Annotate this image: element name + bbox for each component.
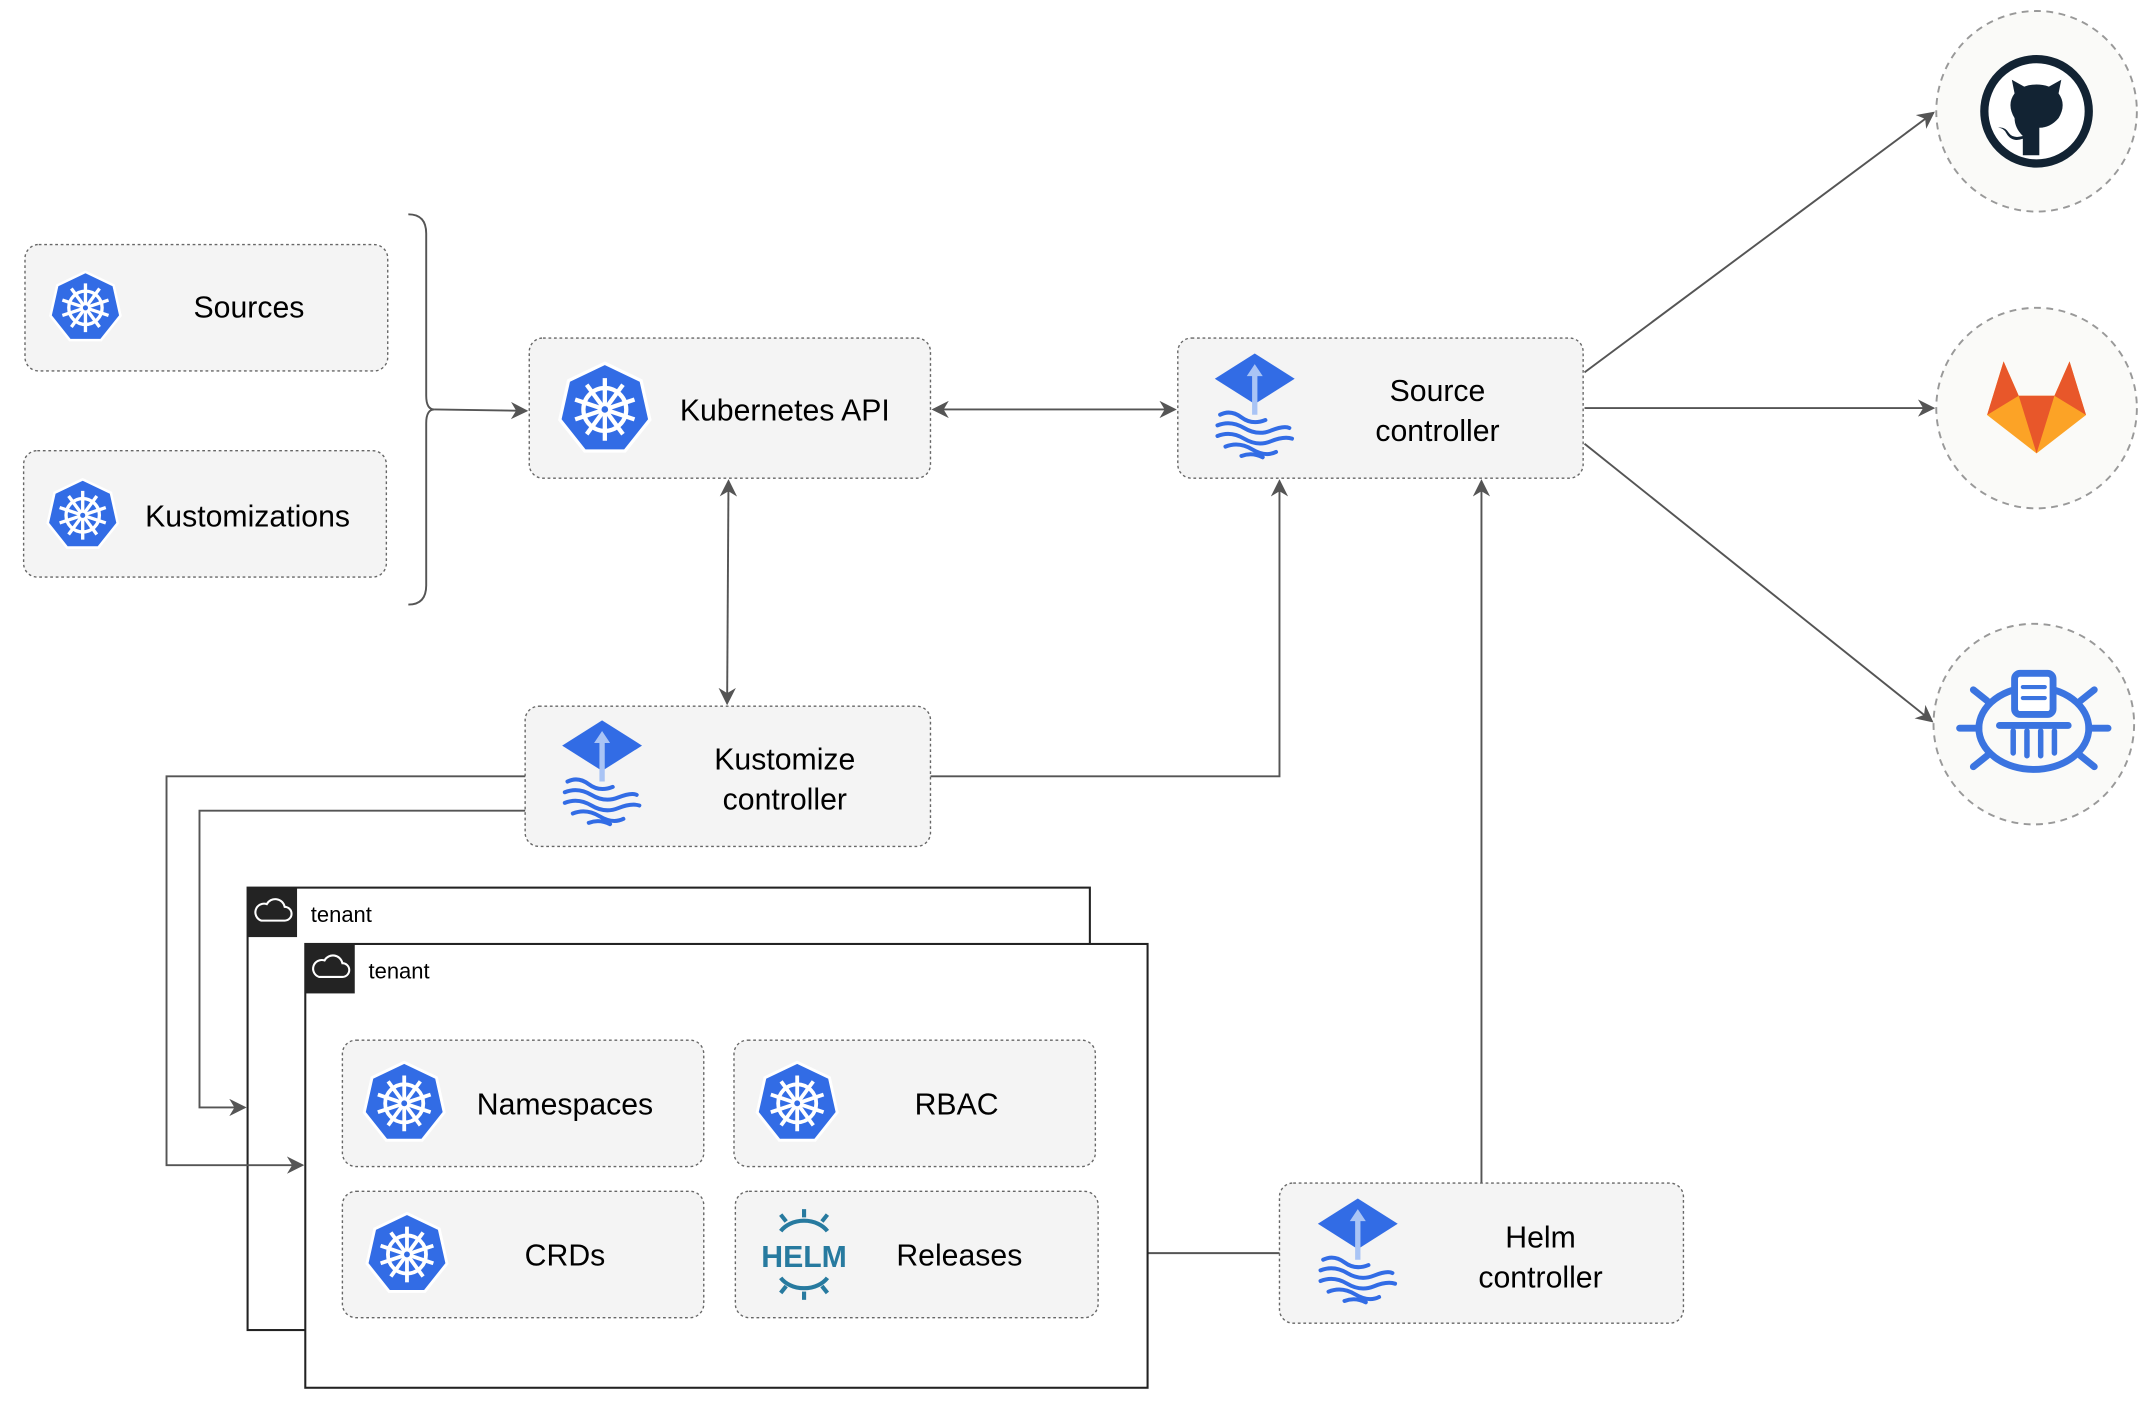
releases-box[interactable]: HELM Releases bbox=[734, 1190, 1099, 1319]
crds-box[interactable]: CRDs bbox=[341, 1190, 705, 1319]
source-controller-label-line2: controller bbox=[1375, 415, 1499, 448]
bucket-icon bbox=[1956, 669, 2112, 773]
arrow-kustomize-to-tenant-back bbox=[198, 809, 526, 1117]
kustomize-controller-label-line2: controller bbox=[723, 783, 847, 816]
tenant-label: tenant bbox=[369, 958, 430, 983]
source-controller-node[interactable]: Source controller bbox=[1177, 337, 1584, 479]
namespaces-label: Namespaces bbox=[477, 1088, 653, 1121]
arrow-api-kustomize-controller bbox=[718, 479, 738, 706]
kustomizations-label: Kustomizations bbox=[145, 500, 350, 533]
helm-controller-label-line1: Helm bbox=[1505, 1222, 1576, 1255]
bucket-source[interactable] bbox=[1932, 622, 2136, 826]
crds-label: CRDs bbox=[525, 1239, 606, 1272]
github-source[interactable] bbox=[1935, 10, 2138, 213]
sources-box[interactable]: Sources bbox=[24, 243, 389, 372]
gitlab-source[interactable] bbox=[1935, 306, 2138, 510]
rbac-box[interactable]: RBAC bbox=[733, 1039, 1097, 1168]
namespaces-box[interactable]: Namespaces bbox=[341, 1039, 705, 1168]
github-icon bbox=[1980, 54, 2093, 168]
gitlab-icon bbox=[1987, 361, 2087, 454]
sources-label: Sources bbox=[194, 291, 305, 324]
svg-text:HELM: HELM bbox=[761, 1241, 847, 1274]
releases-label: Releases bbox=[896, 1239, 1022, 1272]
arrow-kustomize-to-source bbox=[930, 479, 1289, 778]
kubernetes-api-label: Kubernetes API bbox=[680, 394, 890, 427]
kustomize-controller-node[interactable]: Kustomize controller bbox=[524, 705, 932, 848]
source-controller-label-line1: Source bbox=[1390, 375, 1486, 408]
helm-icon: HELM bbox=[761, 1209, 847, 1300]
arrow-source-to-github bbox=[1583, 111, 1935, 374]
rbac-label: RBAC bbox=[915, 1088, 999, 1121]
tenant-label: tenant bbox=[311, 902, 372, 927]
arrow-kustomize-to-tenant-front bbox=[165, 775, 526, 1174]
kubernetes-api-node[interactable]: Kubernetes API bbox=[528, 337, 932, 479]
kustomize-controller-label-line1: Kustomize bbox=[714, 743, 855, 776]
helm-controller-label-line2: controller bbox=[1478, 1261, 1602, 1294]
tenant-container-front[interactable]: tenant Namespaces RBAC CRDs bbox=[304, 942, 1149, 1389]
kustomizations-box[interactable]: Kustomizations bbox=[22, 449, 388, 578]
brace bbox=[408, 213, 435, 606]
arrow-resources-to-api bbox=[434, 401, 529, 420]
helm-controller-node[interactable]: Helm controller bbox=[1278, 1182, 1685, 1324]
arrow-source-to-bucket bbox=[1583, 443, 1934, 723]
